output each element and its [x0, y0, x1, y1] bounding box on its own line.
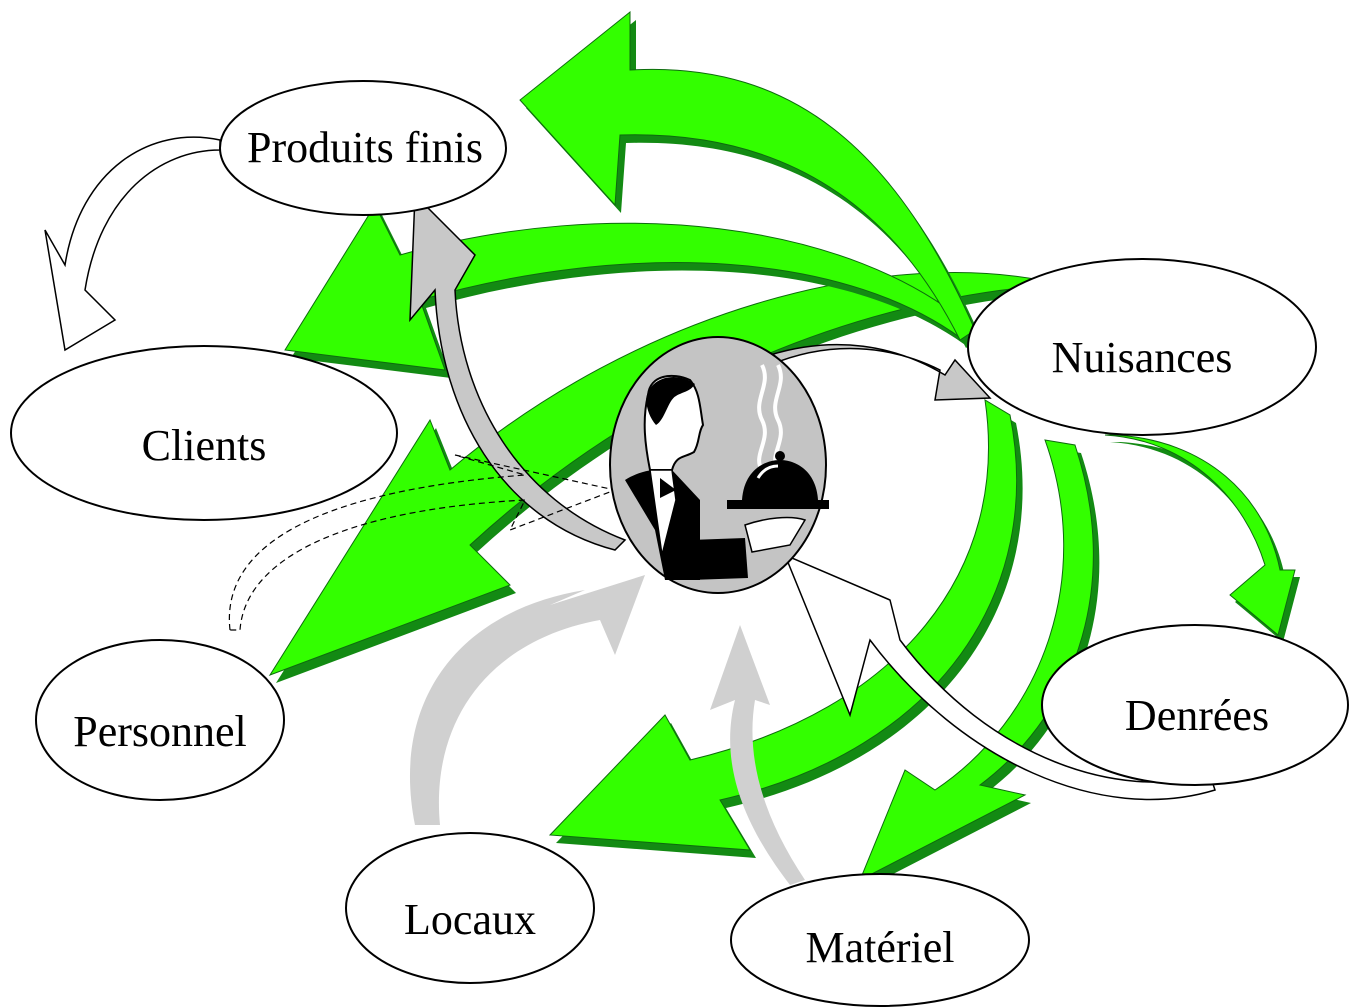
grey-arrow-locaux-to-centre	[409, 575, 645, 825]
grey-arrow-centre-to-nuisances	[769, 343, 992, 401]
green-arrow-nuisances-to-produits-finis	[519, 10, 981, 348]
node-locaux: Locaux	[345, 832, 595, 984]
node-materiel: Matériel	[730, 873, 1030, 1007]
white-arrow-denrees-to-centre	[783, 553, 1216, 801]
node-label: Locaux	[404, 895, 536, 944]
node-nuisances: Nuisances	[967, 258, 1317, 436]
node-label: Nuisances	[1052, 333, 1233, 382]
node-label: Personnel	[73, 707, 247, 756]
white-arrow-produits-finis-to-clients	[44, 136, 221, 352]
grey-arrows	[409, 193, 992, 885]
node-label: Clients	[142, 421, 267, 470]
node-label: Matériel	[805, 923, 954, 972]
node-produits-finis: Produits finis	[219, 80, 507, 216]
green-arrow-nuisances-to-materiel	[859, 439, 1100, 888]
grey-arrow-materiel-to-centre	[710, 625, 805, 885]
node-denrees: Denrées	[1041, 624, 1349, 786]
node-clients: Clients	[10, 345, 398, 521]
waiter-serving-cloche-icon	[609, 336, 829, 594]
node-personnel: Personnel	[35, 639, 285, 801]
green-arrow-nuisances-to-denrees	[1104, 434, 1300, 642]
node-label: Denrées	[1125, 691, 1269, 740]
green-arrow-nuisances-to-locaux	[548, 399, 1023, 858]
node-label: Produits finis	[247, 123, 483, 172]
grey-arrow-centre-to-produits-finis	[409, 193, 627, 551]
